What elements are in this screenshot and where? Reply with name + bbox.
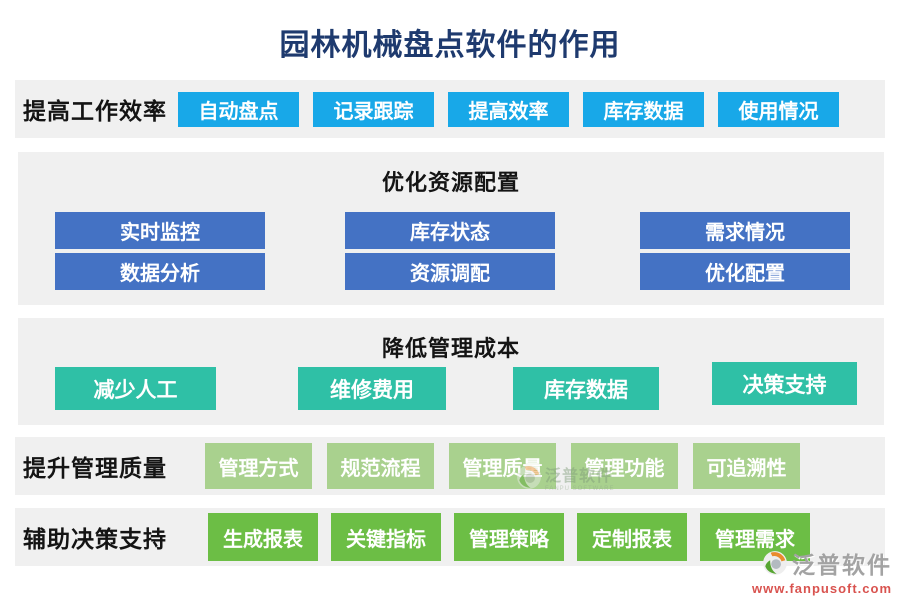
feature-chip: 优化配置 xyxy=(640,253,850,290)
watermark-url: www.fanpusoft.com xyxy=(752,581,893,596)
feature-chip: 定制报表 xyxy=(577,513,687,561)
feature-chip: 生成报表 xyxy=(208,513,318,561)
section-title: 降低管理成本 xyxy=(381,336,520,361)
feature-chip: 维修费用 xyxy=(298,367,446,410)
section-optimize-resources: 优化资源配置 实时监控 库存状态 需求情况 数据分析 资源调配 优化配置 xyxy=(18,152,884,305)
feature-chip: 提高效率 xyxy=(448,91,569,127)
section-label: 辅助决策支持 xyxy=(23,526,167,552)
feature-chip: 管理方式 xyxy=(205,443,312,489)
section-title: 优化资源配置 xyxy=(381,170,520,195)
feature-chip: 决策支持 xyxy=(712,362,857,405)
feature-chip: 规范流程 xyxy=(327,443,434,489)
section-decision-support: 辅助决策支持 生成报表 关键指标 管理策略 定制报表 管理需求 xyxy=(15,508,885,566)
fanpu-logo-icon xyxy=(763,551,787,575)
feature-chip: 需求情况 xyxy=(640,212,850,249)
feature-chip: 关键指标 xyxy=(331,513,441,561)
page-title: 园林机械盘点软件的作用 xyxy=(279,29,621,62)
feature-chip: 库存状态 xyxy=(345,212,555,249)
feature-chip: 自动盘点 xyxy=(178,91,299,127)
section-label: 提升管理质量 xyxy=(23,455,167,481)
feature-chip: 可追溯性 xyxy=(693,443,800,489)
section-reduce-cost: 降低管理成本 减少人工 维修费用 库存数据 决策支持 xyxy=(18,318,884,425)
feature-chip: 库存数据 xyxy=(583,91,704,127)
section-improve-efficiency: 提高工作效率 自动盘点 记录跟踪 提高效率 库存数据 使用情况 xyxy=(15,80,885,138)
feature-chip: 管理需求 xyxy=(700,513,810,561)
feature-chip: 实时监控 xyxy=(55,212,265,249)
feature-chip: 减少人工 xyxy=(55,367,216,410)
feature-chip: 记录跟踪 xyxy=(313,91,434,127)
section-improve-quality: 提升管理质量 管理方式 规范流程 管理质量 管理功能 可追溯性 xyxy=(15,437,885,495)
watermark-brand: 泛普软件 xyxy=(792,552,893,578)
section-label: 提高工作效率 xyxy=(23,98,167,124)
feature-chip: 管理策略 xyxy=(454,513,564,561)
feature-chip: 数据分析 xyxy=(55,253,265,290)
feature-chip: 库存数据 xyxy=(513,367,659,410)
watermark-bottom-right: 泛普软件 www.fanpusoft.com xyxy=(752,546,892,596)
feature-chip: 使用情况 xyxy=(718,91,839,127)
feature-chip: 管理质量 xyxy=(449,443,556,489)
feature-chip: 管理功能 xyxy=(571,443,678,489)
feature-chip: 资源调配 xyxy=(345,253,555,290)
